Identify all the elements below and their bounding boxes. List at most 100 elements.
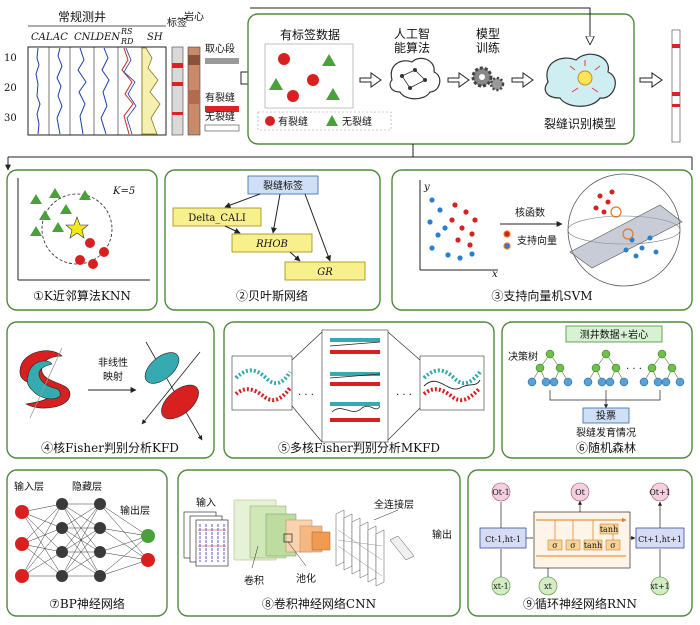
labeled-data-box: 有标签数据 有裂缝 无裂缝	[257, 27, 392, 131]
rf-dots: · · ·	[626, 364, 642, 375]
rnn-tanh-1: tanh	[584, 541, 602, 550]
curve-label-cal: CAL	[31, 32, 53, 43]
curve-label-sh: SH	[147, 32, 163, 43]
panel-svm: y x 核函数 支持向量 ③支持向量机SVM	[391, 169, 693, 311]
bayes-node-3	[284, 261, 366, 281]
ai-algorithm-node: 人工智 能算法	[389, 26, 441, 100]
rnn-x-prev: xt-1	[493, 582, 509, 591]
curve-cal	[35, 47, 41, 135]
depth-tick-10: 10	[4, 53, 17, 64]
panel-bp: 输入层 隐藏层 输出层 ⑦BP神经网络	[6, 469, 168, 617]
rnn-o-cur: Ot	[575, 488, 586, 497]
train-label-1: 模型	[476, 27, 500, 41]
ai-label-2: 能算法	[394, 40, 430, 55]
curve-label-rd: RD	[120, 37, 134, 46]
legend-take-label: 取心段	[205, 42, 235, 55]
rnn-x-next: xt+1	[650, 582, 670, 591]
curve-sh	[141, 47, 161, 135]
curve-rs	[121, 47, 134, 135]
rnn-c-prev: Ct-1,ht-1	[485, 535, 521, 544]
knn-k-label: K=5	[112, 186, 135, 197]
mkfd-dots-right: · · ·	[396, 390, 412, 401]
result-column: 裂缝识别结果	[654, 29, 700, 143]
rf-input-box	[565, 325, 663, 343]
bayes-node2-label: RHOB	[255, 239, 288, 250]
bp-output-label: 输出层	[120, 504, 150, 517]
bayes-node1-label: Delta_CALI	[188, 213, 246, 224]
rnn-o-next: Ot+1	[649, 488, 671, 497]
rnn-sigma-3: σ	[610, 541, 616, 550]
label-column-title: 标签	[167, 16, 187, 29]
depth-tick-30: 30	[4, 113, 17, 124]
bayes-caption: ②贝叶斯网络	[236, 288, 308, 303]
legend-take-swatch	[205, 58, 239, 64]
rf-vote-label: 投票	[596, 409, 616, 422]
model-label: 裂缝识别模型	[544, 116, 616, 131]
kfd-caption: ④核Fisher判别分析KFD	[41, 441, 179, 455]
model-node: 裂缝识别模型	[544, 53, 616, 131]
legend-nofrac-label: 无裂缝	[205, 110, 235, 123]
rnn-sigma-2: σ	[570, 541, 576, 550]
rf-side-label: 决策树	[508, 350, 538, 363]
bp-hidden-label: 隐藏层	[72, 481, 102, 493]
labeled-data-title: 有标签数据	[280, 27, 340, 42]
kfd-red-ellipse	[161, 384, 199, 420]
lightbulb-icon	[577, 70, 593, 86]
rf-vote-box	[582, 407, 630, 424]
curve-label-ac: AC	[52, 32, 68, 43]
curve-label-cnl: CNL	[74, 32, 97, 43]
panel-cnn: 输入 卷积 池化 全连接层 输出 ⑧卷积神经网络CNN	[177, 469, 461, 617]
well-log-title: 常规测井	[58, 9, 106, 24]
bayes-node-2	[231, 233, 313, 253]
curve-ac	[56, 47, 63, 135]
rf-caption: ⑥随机森林	[576, 440, 636, 455]
cnn-conv-label: 卷积	[244, 574, 264, 587]
cnn-pool-label: 池化	[296, 572, 316, 585]
bayes-root-label: 裂缝标签	[263, 179, 303, 192]
panel-mkfd: · · · · · · ⑤多核Fisher判别分析MKFD	[223, 321, 495, 459]
rnn-o-prev: Ot-1	[492, 488, 510, 497]
bayes-node-root	[247, 175, 319, 195]
kfd-map-label-2: 映射	[103, 371, 123, 383]
mkfd-dots-left: · · ·	[298, 390, 314, 401]
svm-y-label: y	[423, 182, 430, 193]
cnn-caption: ⑧卷积神经网络CNN	[262, 596, 376, 611]
training-node: 模型 训练	[471, 27, 505, 92]
rf-input-label: 测井数据+岩心	[580, 328, 648, 341]
curve-den	[100, 47, 110, 135]
ai-brain-icon	[389, 57, 441, 100]
well-log-section: 常规测井 CAL AC CNL DEN RS RD SH 10 20 30	[4, 9, 240, 136]
labeled-legend-frac: 有裂缝	[278, 115, 308, 128]
panel-random-forest: 测井数据+岩心 决策树 · · · 投票	[501, 321, 693, 459]
panel-knn: K=5 ①K近邻算法KNN	[6, 169, 158, 311]
rnn-sigma-1: σ	[552, 541, 558, 550]
train-label-2: 训练	[476, 40, 500, 55]
bp-input-label: 输入层	[14, 480, 44, 493]
curve-label-rs: RS	[120, 27, 133, 36]
bp-caption: ⑦BP神经网络	[49, 596, 125, 611]
bayes-node-1	[172, 207, 262, 227]
cnn-input-label: 输入	[196, 496, 216, 509]
legend-frac-swatch	[205, 106, 239, 112]
curve-cnl	[77, 47, 87, 135]
rnn-caption: ⑨循环神经网络RNN	[523, 596, 637, 611]
svm-sv-label: 支持向量	[517, 234, 557, 247]
distributor-line	[8, 144, 692, 170]
kfd-map-label-1: 非线性	[98, 356, 128, 369]
legend-nofrac-swatch	[204, 124, 240, 132]
ai-label-1: 人工智	[394, 26, 430, 41]
svm-kernel-label: 核函数	[515, 206, 545, 219]
panel-rnn: Ot-1 Ot Ot+1 Ct-1,ht-1 Ct+1,ht+1 σ σ tan…	[467, 469, 693, 617]
panel-kfd: 非线性 映射 ④核Fisher判别分析KFD	[6, 321, 215, 459]
rnn-x-cur: xt	[544, 582, 553, 591]
cnn-fc-label: 全连接层	[374, 498, 414, 511]
kfd-teal-shape	[26, 360, 61, 400]
labeled-legend-nofrac: 无裂缝	[342, 115, 372, 128]
rnn-tanh-2: tanh	[600, 525, 618, 534]
cnn-output-label: 输出	[432, 528, 452, 541]
mkfd-caption: ⑤多核Fisher判别分析MKFD	[278, 441, 440, 455]
svm-x-label: x	[492, 269, 498, 280]
depth-tick-20: 20	[4, 83, 17, 94]
knn-caption: ①K近邻算法KNN	[33, 288, 131, 303]
